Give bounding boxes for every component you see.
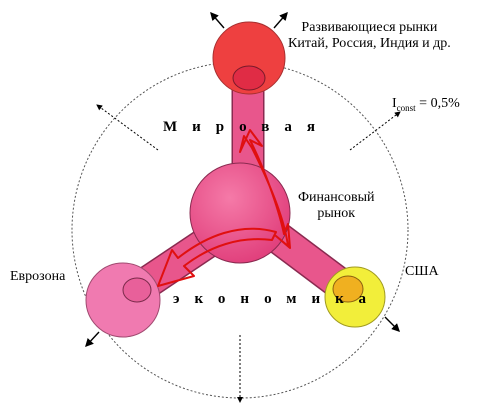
financial-market-sphere: [189, 162, 291, 264]
arrow-emerging-right: [273, 11, 288, 29]
world-boundary-circle: [71, 61, 409, 399]
rate-subscript: const: [396, 102, 416, 113]
eurozone-sphere: [85, 262, 161, 338]
interest-rate-label: Iconst = 0,5%: [392, 96, 460, 116]
financial-market-label: Финансовый рынок: [298, 190, 374, 222]
node-financial-market: [189, 162, 291, 264]
flow-arrow-usa-to-emerging: [239, 129, 291, 249]
usa-socket: [332, 275, 364, 303]
node-usa: [324, 266, 386, 328]
rate-value: = 0,5%: [415, 96, 460, 111]
emerging-markets-label: Развивающиеся рынки Китай, Россия, Индия…: [288, 20, 451, 52]
eurozone-socket: [122, 277, 152, 303]
arrow-usa: [384, 316, 400, 332]
arrow-eurozone: [85, 331, 100, 348]
world-economy-word1: Мировая: [163, 119, 330, 135]
arrow-emerging-left: [210, 11, 225, 29]
financial-market-line1: Финансовый: [298, 190, 375, 205]
emerging-socket: [232, 65, 266, 91]
expansion-arrow-left: [96, 104, 159, 151]
capital-flow-arrows: [157, 129, 291, 287]
expansion-arrows: [96, 104, 401, 403]
emerging-markets-line2: Китай, Россия, Индия и др.: [288, 36, 451, 51]
eurozone-label: Еврозона: [10, 269, 66, 284]
world-economy-word2: экономика: [173, 291, 382, 307]
node-emerging-markets: [212, 21, 286, 95]
emerging-markets-line1: Развивающиеся рынки: [301, 20, 438, 35]
node-eurozone: [85, 262, 161, 338]
expansion-arrow-right: [349, 111, 401, 151]
emerging-sphere: [212, 21, 286, 95]
financial-market-line2: рынок: [317, 206, 356, 221]
flow-arrow-to-eurozone: [157, 227, 277, 287]
rate-symbol: I: [392, 96, 397, 111]
usa-label: США: [405, 264, 439, 279]
small-arrows: [85, 11, 400, 348]
